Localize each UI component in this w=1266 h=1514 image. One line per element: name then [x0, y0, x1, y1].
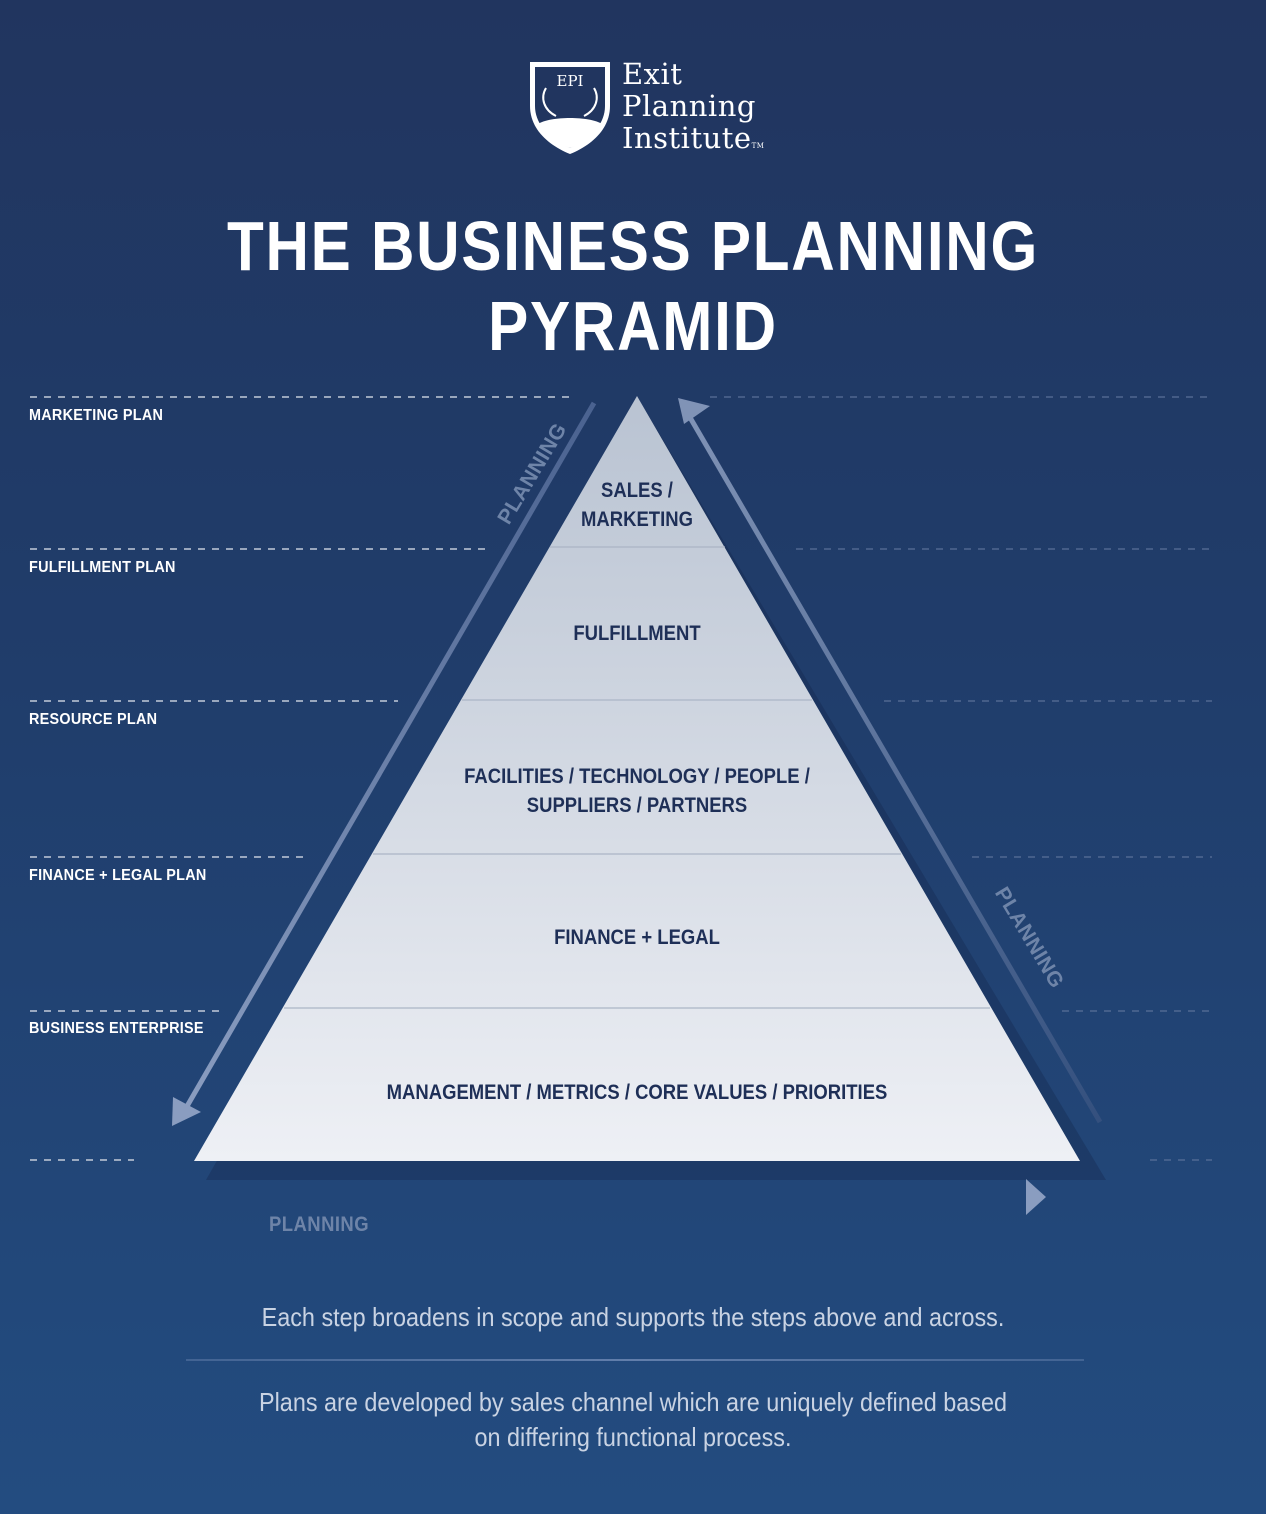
left-planning-arrow [172, 401, 597, 1126]
level-lines-right [710, 396, 1212, 1161]
logo-badge-text: EPI [557, 72, 584, 90]
tier-fulfillment: FULFILLMENT [329, 619, 945, 648]
logo-wordmark: Exit Planning InstituteTM [622, 58, 764, 162]
tier-resources: FACILITIES / TECHNOLOGY / PEOPLE / SUPPL… [329, 762, 945, 820]
tier-line: FACILITIES / TECHNOLOGY / PEOPLE / [464, 765, 810, 788]
logo-line-3: Institute [622, 121, 752, 155]
caption-plans-line-1: Plans are developed by sales channel whi… [258, 1387, 1008, 1417]
right-planning-arrow [678, 398, 1103, 1124]
caption-plans-line-2: on differing functional process. [474, 1422, 792, 1452]
level-lines-left [30, 396, 575, 1161]
level-label-business-enterprise: BUSINESS ENTERPRISE [29, 1020, 204, 1037]
bottom-arrow-label: PLANNING [269, 1213, 370, 1236]
tier-line: MARKETING [581, 508, 693, 531]
tier-line: MANAGEMENT / METRICS / CORE VALUES / PRI… [386, 1081, 888, 1104]
tier-line: FULFILLMENT [573, 622, 701, 645]
tier-line: SUPPLIERS / PARTNERS [526, 794, 748, 817]
bottom-planning-arrow [210, 1179, 1046, 1215]
logo-line-2: Planning [622, 89, 756, 123]
tier-line: SALES / [601, 479, 673, 502]
arrow-head [172, 1097, 201, 1126]
trademark: TM [751, 142, 765, 150]
level-label-finance-legal-plan: FINANCE + LEGAL PLAN [29, 867, 207, 884]
caption-divider [186, 1359, 1084, 1361]
arrow-head [678, 398, 710, 424]
tier-line: FINANCE + LEGAL [554, 926, 720, 949]
tier-finance-legal: FINANCE + LEGAL [329, 923, 945, 952]
tier-business-enterprise: MANAGEMENT / METRICS / CORE VALUES / PRI… [329, 1078, 945, 1107]
level-label-marketing-plan: MARKETING PLAN [29, 407, 164, 424]
epi-logo: EPI Exit Planning InstituteTM [526, 58, 766, 158]
level-label-resource-plan: RESOURCE PLAN [29, 711, 158, 728]
logo-line-1: Exit [622, 57, 683, 91]
shield-icon: EPI [530, 62, 610, 154]
pyramid [194, 396, 1080, 1161]
caption-scope: Each step broadens in scope and supports… [261, 1302, 1005, 1332]
tier-separators [284, 546, 990, 1009]
arrow-head [1026, 1179, 1046, 1215]
level-label-fulfillment-plan: FULFILLMENT PLAN [29, 559, 176, 576]
page-title: THE BUSINESS PLANNING PYRAMID [226, 207, 1040, 365]
tier-sales-marketing: SALES / MARKETING [329, 476, 945, 534]
